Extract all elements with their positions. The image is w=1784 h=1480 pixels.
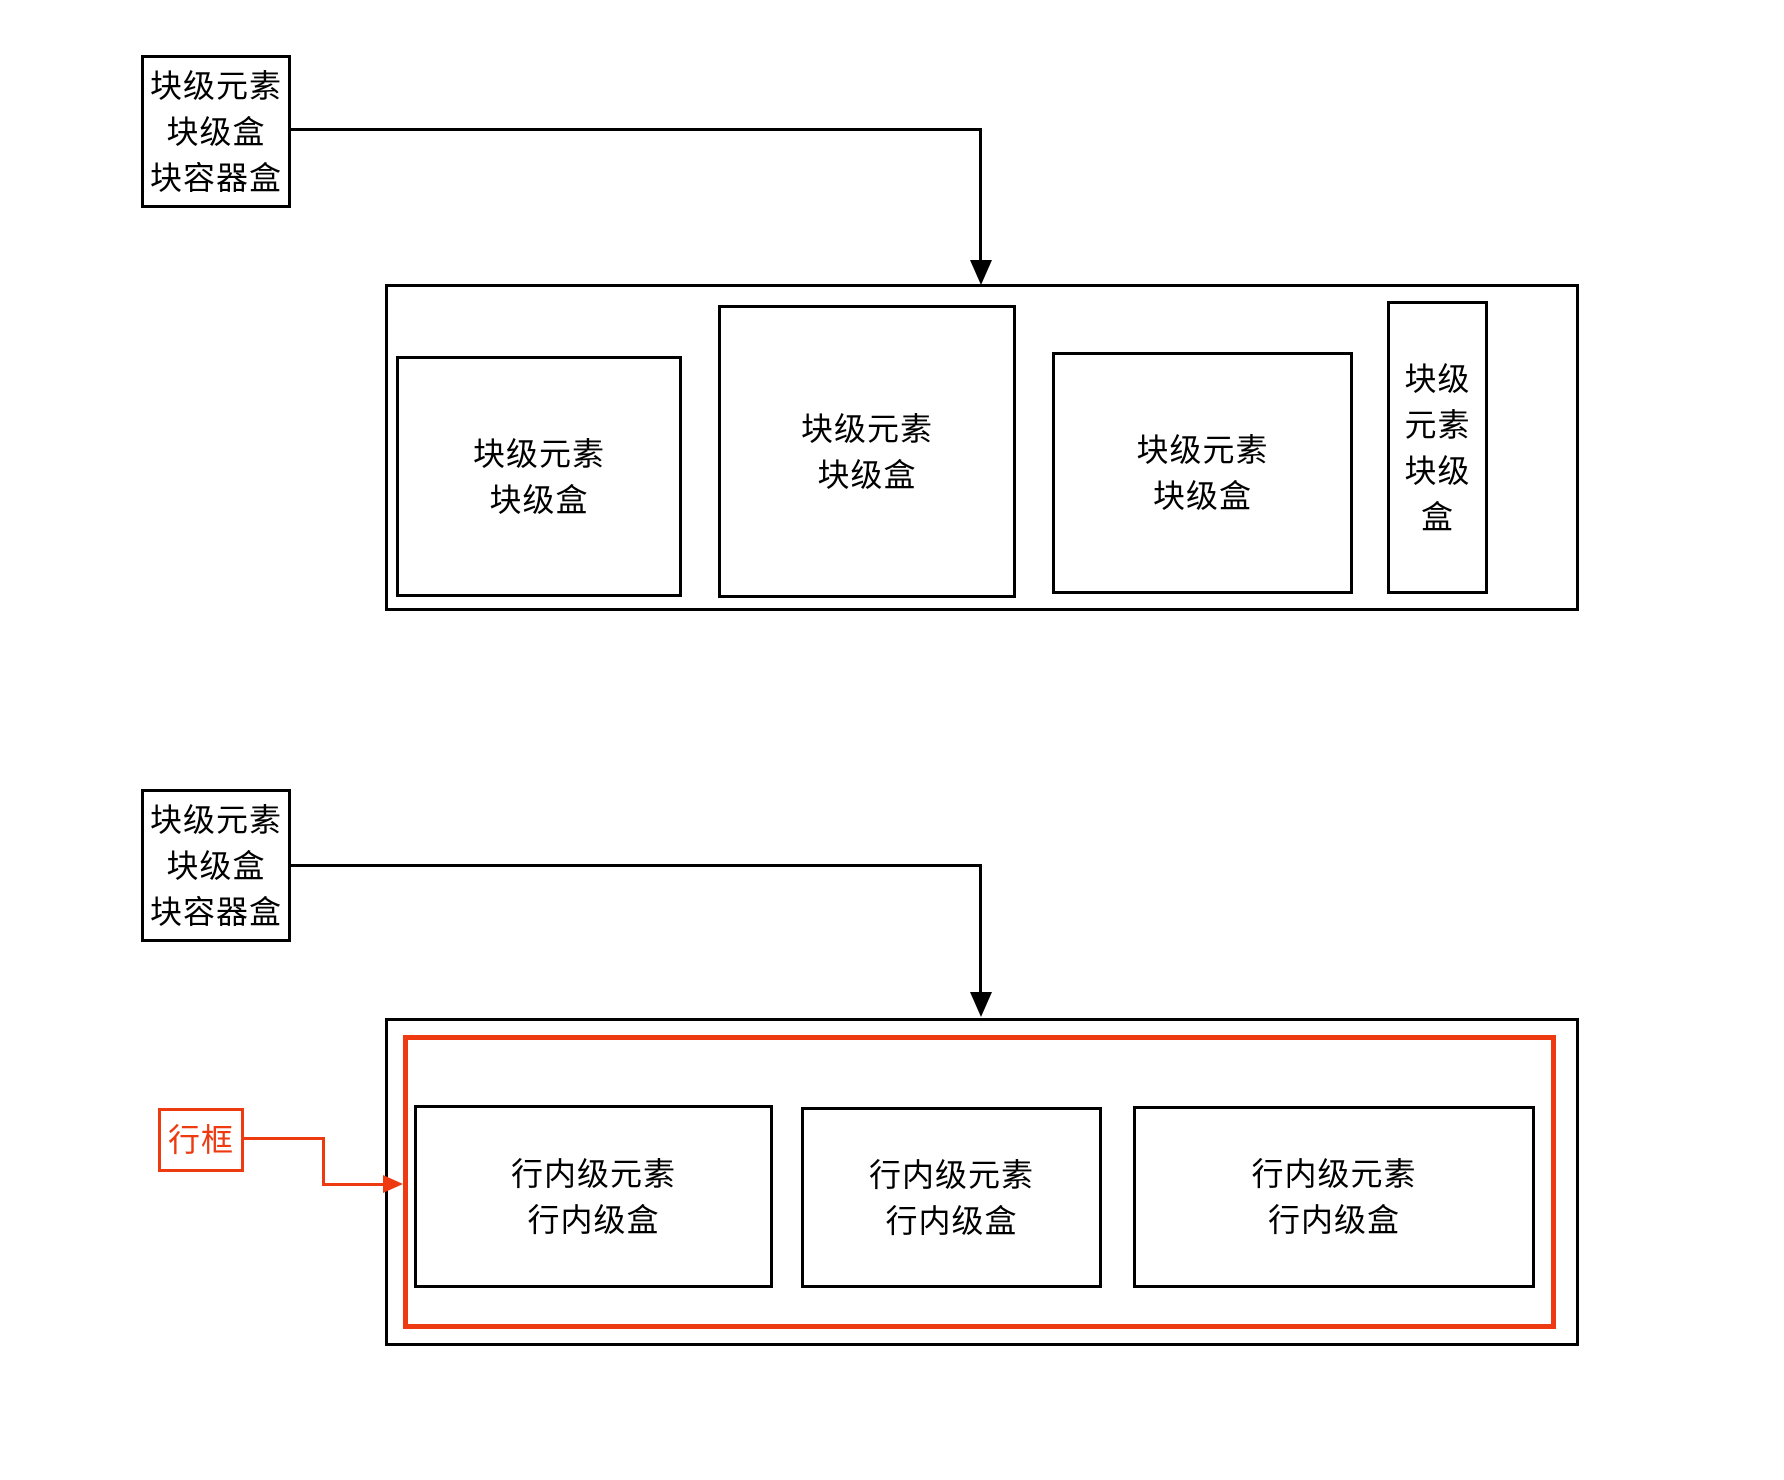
arrowhead-down-icon <box>970 260 992 285</box>
arrowhead-right-icon <box>383 1175 403 1193</box>
label-line: 行框 <box>167 1122 234 1158</box>
box-line: 行内级元素 <box>510 1155 676 1192</box>
box-line: 元素 <box>1404 406 1471 443</box>
inline-box-2: 行内级元素 行内级盒 <box>801 1107 1102 1288</box>
label-line: 块容器盒 <box>149 893 282 930</box>
label-line: 块级盒 <box>166 113 266 150</box>
box-line: 块级盒 <box>1152 478 1252 514</box>
block-box-3: 块级元素 块级盒 <box>1052 352 1353 594</box>
box-line: 块级元素 <box>800 410 933 447</box>
box-line: 盒 <box>1420 498 1454 535</box>
label-line: 块级元素 <box>149 67 282 104</box>
red-arrow-line-2 <box>322 1137 325 1186</box>
line-box-border <box>403 1035 1556 1329</box>
inline-box-3: 行内级元素 行内级盒 <box>1133 1106 1535 1288</box>
arrow-line-vertical-bottom <box>979 864 982 993</box>
arrow-line-horizontal-top <box>291 128 982 131</box>
red-arrow-line-3 <box>322 1183 386 1186</box>
box-line: 行内级盒 <box>527 1201 660 1238</box>
arrowhead-down-icon <box>970 992 992 1017</box>
label-line: 块容器盒 <box>149 159 282 196</box>
box-line: 块级盒 <box>489 481 589 518</box>
box-line: 行内级盒 <box>885 1202 1018 1239</box>
box-line: 行内级元素 <box>1251 1156 1417 1192</box>
label-line: 块级盒 <box>166 847 266 884</box>
box-line: 行内级盒 <box>1267 1202 1400 1238</box>
block-element-label-bottom: 块级元素 块级盒 块容器盒 <box>141 789 291 942</box>
box-line: 块级元素 <box>1136 432 1269 468</box>
box-line: 块级元素 <box>472 435 605 472</box>
box-line: 行内级元素 <box>868 1156 1034 1193</box>
box-line: 块级 <box>1404 360 1471 397</box>
red-arrow-line-1 <box>243 1137 325 1140</box>
label-line: 块级元素 <box>149 801 282 838</box>
block-box-1: 块级元素 块级盒 <box>396 356 682 597</box>
block-box-4-narrow: 块级 元素 块级 盒 <box>1387 301 1488 594</box>
box-line: 块级 <box>1404 452 1471 489</box>
box-line: 块级盒 <box>817 456 917 493</box>
block-element-label-top: 块级元素 块级盒 块容器盒 <box>141 55 291 208</box>
arrow-line-vertical-top <box>979 128 982 262</box>
line-box-label: 行框 <box>158 1108 244 1172</box>
arrow-line-horizontal-bottom <box>291 864 982 867</box>
block-box-2: 块级元素 块级盒 <box>718 305 1016 598</box>
inline-box-1: 行内级元素 行内级盒 <box>414 1105 773 1288</box>
